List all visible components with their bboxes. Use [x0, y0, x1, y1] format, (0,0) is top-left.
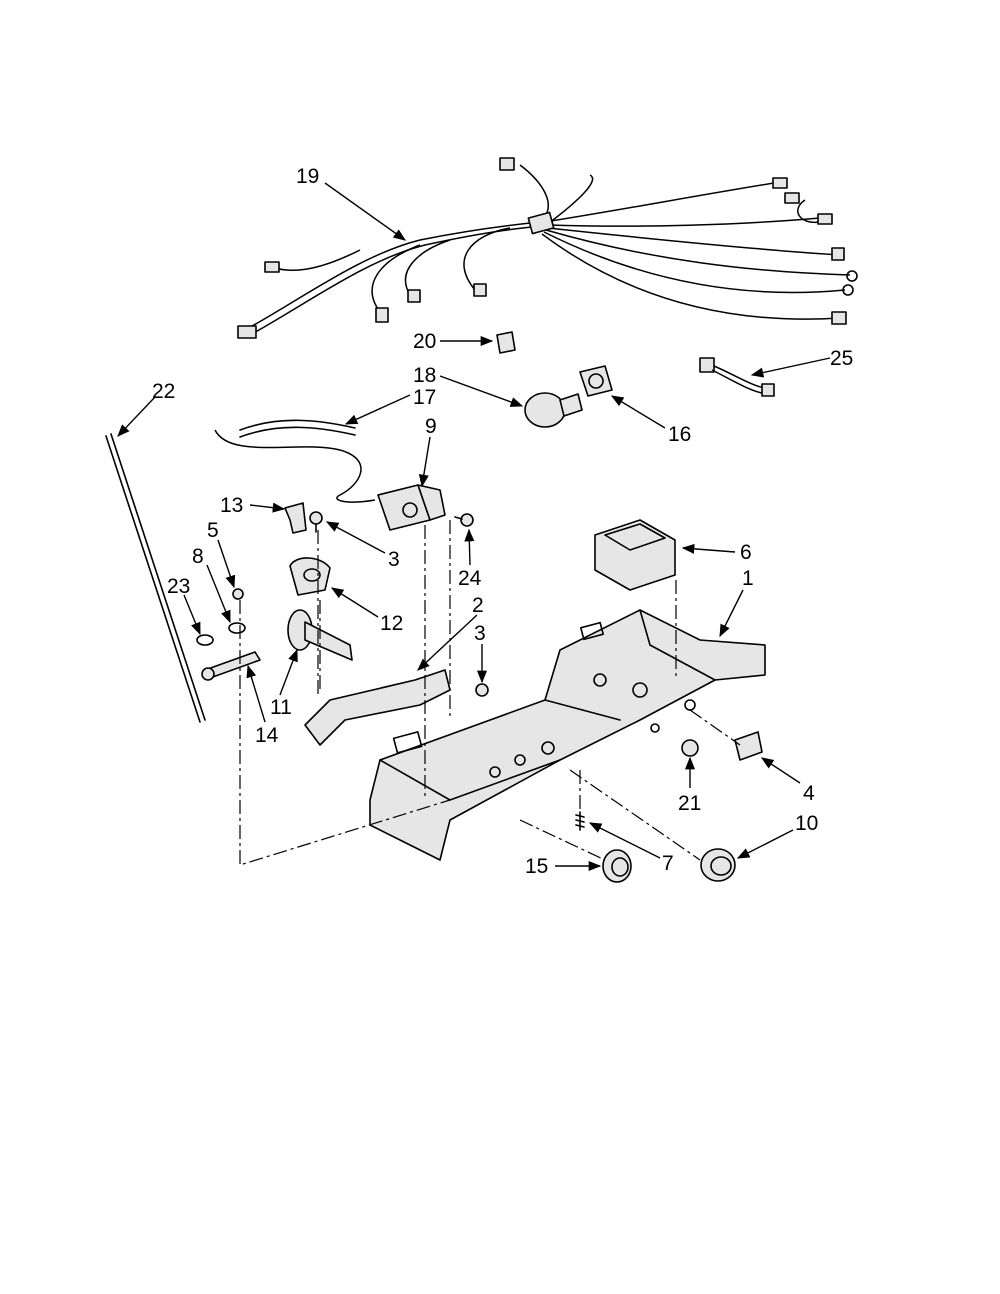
cam-12: [289, 557, 331, 596]
light-bulb-18: [524, 392, 583, 428]
socket-10: [700, 848, 736, 882]
transformer-6: [594, 519, 676, 591]
callout-10: 10: [795, 812, 818, 835]
screw-3-upper: [309, 511, 323, 533]
callout-5: 5: [207, 519, 219, 542]
callout-11: 11: [270, 696, 292, 719]
callout-12: 12: [380, 612, 403, 635]
bracket-2: [304, 669, 451, 746]
plug-15: [602, 849, 632, 883]
callout-19: 19: [296, 165, 319, 188]
callout-7: 7: [662, 852, 674, 875]
tube-17: [239, 419, 356, 438]
clip-20: [496, 331, 516, 354]
damper-control-9: [214, 429, 446, 531]
callout-3a: 3: [388, 548, 400, 571]
callout-2: 2: [472, 594, 484, 617]
screw-24: [454, 513, 474, 527]
rod-22: [105, 433, 206, 723]
callout-3b: 3: [474, 622, 486, 645]
callout-20: 20: [413, 330, 436, 353]
callout-22: 22: [152, 380, 175, 403]
screw-5: [232, 588, 244, 600]
control-housing-1: [369, 609, 766, 861]
control-knob-11: [287, 609, 353, 661]
callout-9: 9: [425, 415, 437, 438]
wire-harness-19: [237, 157, 858, 339]
switch-4: [734, 731, 763, 761]
callout-15: 15: [525, 855, 548, 878]
washer-8: [228, 622, 246, 634]
callout-8: 8: [192, 545, 204, 568]
leader-lines: [117, 182, 831, 872]
callout-13: 13: [220, 494, 243, 517]
callout-4: 4: [803, 782, 815, 805]
callout-25: 25: [830, 347, 853, 370]
light-socket-16: [579, 365, 613, 397]
callout-21: 21: [678, 792, 701, 815]
callout-16: 16: [668, 423, 691, 446]
callout-18: 18: [413, 364, 436, 387]
screw-3-lower: [475, 683, 489, 697]
screw-7: [575, 811, 585, 831]
callout-23: 23: [167, 575, 190, 598]
washer-23: [196, 634, 214, 646]
callout-labels: 19 20 25 18 17 22 16 9 13 5 3 24 6 8 23 …: [152, 165, 853, 878]
callout-24: 24: [458, 567, 482, 590]
plug-21: [681, 739, 699, 757]
bracket-13: [284, 502, 307, 534]
callout-6: 6: [740, 541, 752, 564]
callout-17: 17: [413, 386, 436, 409]
callout-14: 14: [255, 724, 279, 747]
callout-1: 1: [742, 567, 754, 590]
jumper-wire-25: [699, 357, 775, 397]
lever-14: [201, 651, 261, 681]
